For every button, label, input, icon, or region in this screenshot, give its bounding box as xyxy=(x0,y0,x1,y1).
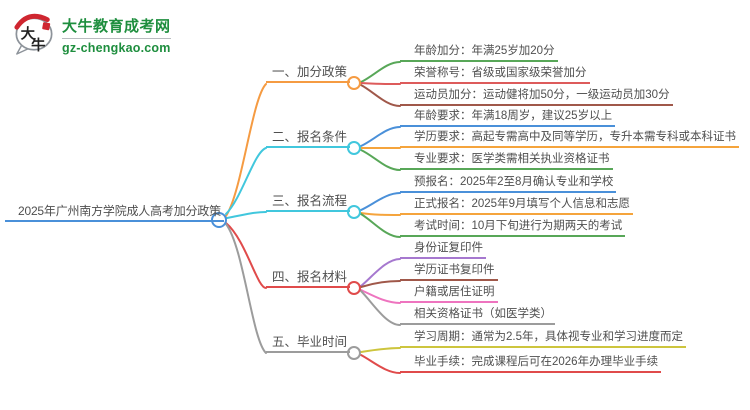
branch-label-4: 四、报名材料 xyxy=(266,268,351,288)
curve-b1-c1 xyxy=(360,61,401,83)
curve-root-branch3 xyxy=(226,211,267,219)
subtopic-4-3: 户籍或居住证明 xyxy=(400,283,498,303)
subtopic-4-2: 学历证书复印件 xyxy=(400,261,498,281)
branch3-node-circle xyxy=(347,205,361,219)
logo-text-block: 大牛教育成考网 gz-chengkao.com xyxy=(62,18,171,55)
curve-b2-c3 xyxy=(360,149,401,171)
subtopic-4-4: 相关资格证书（如医学类） xyxy=(400,305,555,325)
curve-b3-c2 xyxy=(360,212,401,216)
daniu-bubble-icon: 大 牛 xyxy=(14,13,53,55)
branch-label-5: 五、毕业时间 xyxy=(266,333,351,353)
curve-b3-c3 xyxy=(360,213,401,238)
curve-b4-c1 xyxy=(360,258,401,287)
subtopic-1-3: 运动员加分：运动健将加50分，一级运动员加30分 xyxy=(400,86,673,106)
curve-b1-c3 xyxy=(360,84,401,107)
site-logo: 大 牛 大牛教育成考网 gz-chengkao.com xyxy=(13,10,171,56)
curve-b4-c2 xyxy=(360,280,401,288)
branch2-node-circle xyxy=(347,141,361,155)
curve-b2-c1 xyxy=(360,126,401,147)
subtopic-2-1: 年龄要求：年满18周岁，建议25岁以上 xyxy=(400,107,616,127)
subtopic-1-2: 荣誉称号：省级或国家级荣誉加分 xyxy=(400,64,590,84)
curve-b5-c1 xyxy=(360,347,401,353)
branch-label-1: 一、加分政策 xyxy=(266,63,351,83)
curve-b5-c2 xyxy=(360,354,401,374)
curve-root-branch2 xyxy=(225,147,267,215)
subtopic-3-1: 预报名：2025年2至8月确认专业和学校 xyxy=(400,173,617,193)
curve-root-branch1 xyxy=(225,83,267,217)
branch-label-3: 三、报名流程 xyxy=(266,192,351,212)
central-topic: 2025年广州南方学院成人高考加分政策 xyxy=(5,202,224,222)
subtopic-2-3: 专业要求：医学类需相关执业资格证书 xyxy=(400,150,613,170)
logo-char-1: 大 xyxy=(21,25,36,43)
curve-root-branch4 xyxy=(225,222,267,289)
site-url: gz-chengkao.com xyxy=(62,38,171,55)
curve-root-branch5 xyxy=(225,223,267,354)
branch4-node-circle xyxy=(347,281,361,295)
subtopic-1-1: 年龄加分：年满25岁加20分 xyxy=(400,42,558,62)
red-arc xyxy=(14,13,50,30)
curve-b4-c4 xyxy=(360,290,401,326)
curve-b3-c1 xyxy=(360,192,401,211)
branch5-node-circle xyxy=(347,346,361,360)
red-seal xyxy=(42,22,51,31)
subtopic-2-2: 学历要求：高起专需高中及同等学历，专升本需专科或本科证书 xyxy=(400,128,739,148)
subtopic-3-3: 考试时间：10月下旬进行为期两天的考试 xyxy=(400,217,626,237)
subtopic-3-2: 正式报名：2025年9月填写个人信息和志愿 xyxy=(400,195,633,215)
subtopic-5-1: 学习周期：通常为2.5年，具体视专业和学习进度而定 xyxy=(400,328,686,348)
curve-b4-c3 xyxy=(360,289,401,304)
subtopic-5-2: 毕业手续：完成课程后可在2026年办理毕业手续 xyxy=(400,353,662,373)
logo-char-2: 牛 xyxy=(31,36,45,54)
branch1-node-circle xyxy=(347,76,361,90)
curve-b1-c2 xyxy=(360,82,401,85)
site-name: 大牛教育成考网 xyxy=(62,18,171,35)
subtopic-4-1: 身份证复印件 xyxy=(400,239,486,259)
branch-label-2: 二、报名条件 xyxy=(266,128,351,148)
